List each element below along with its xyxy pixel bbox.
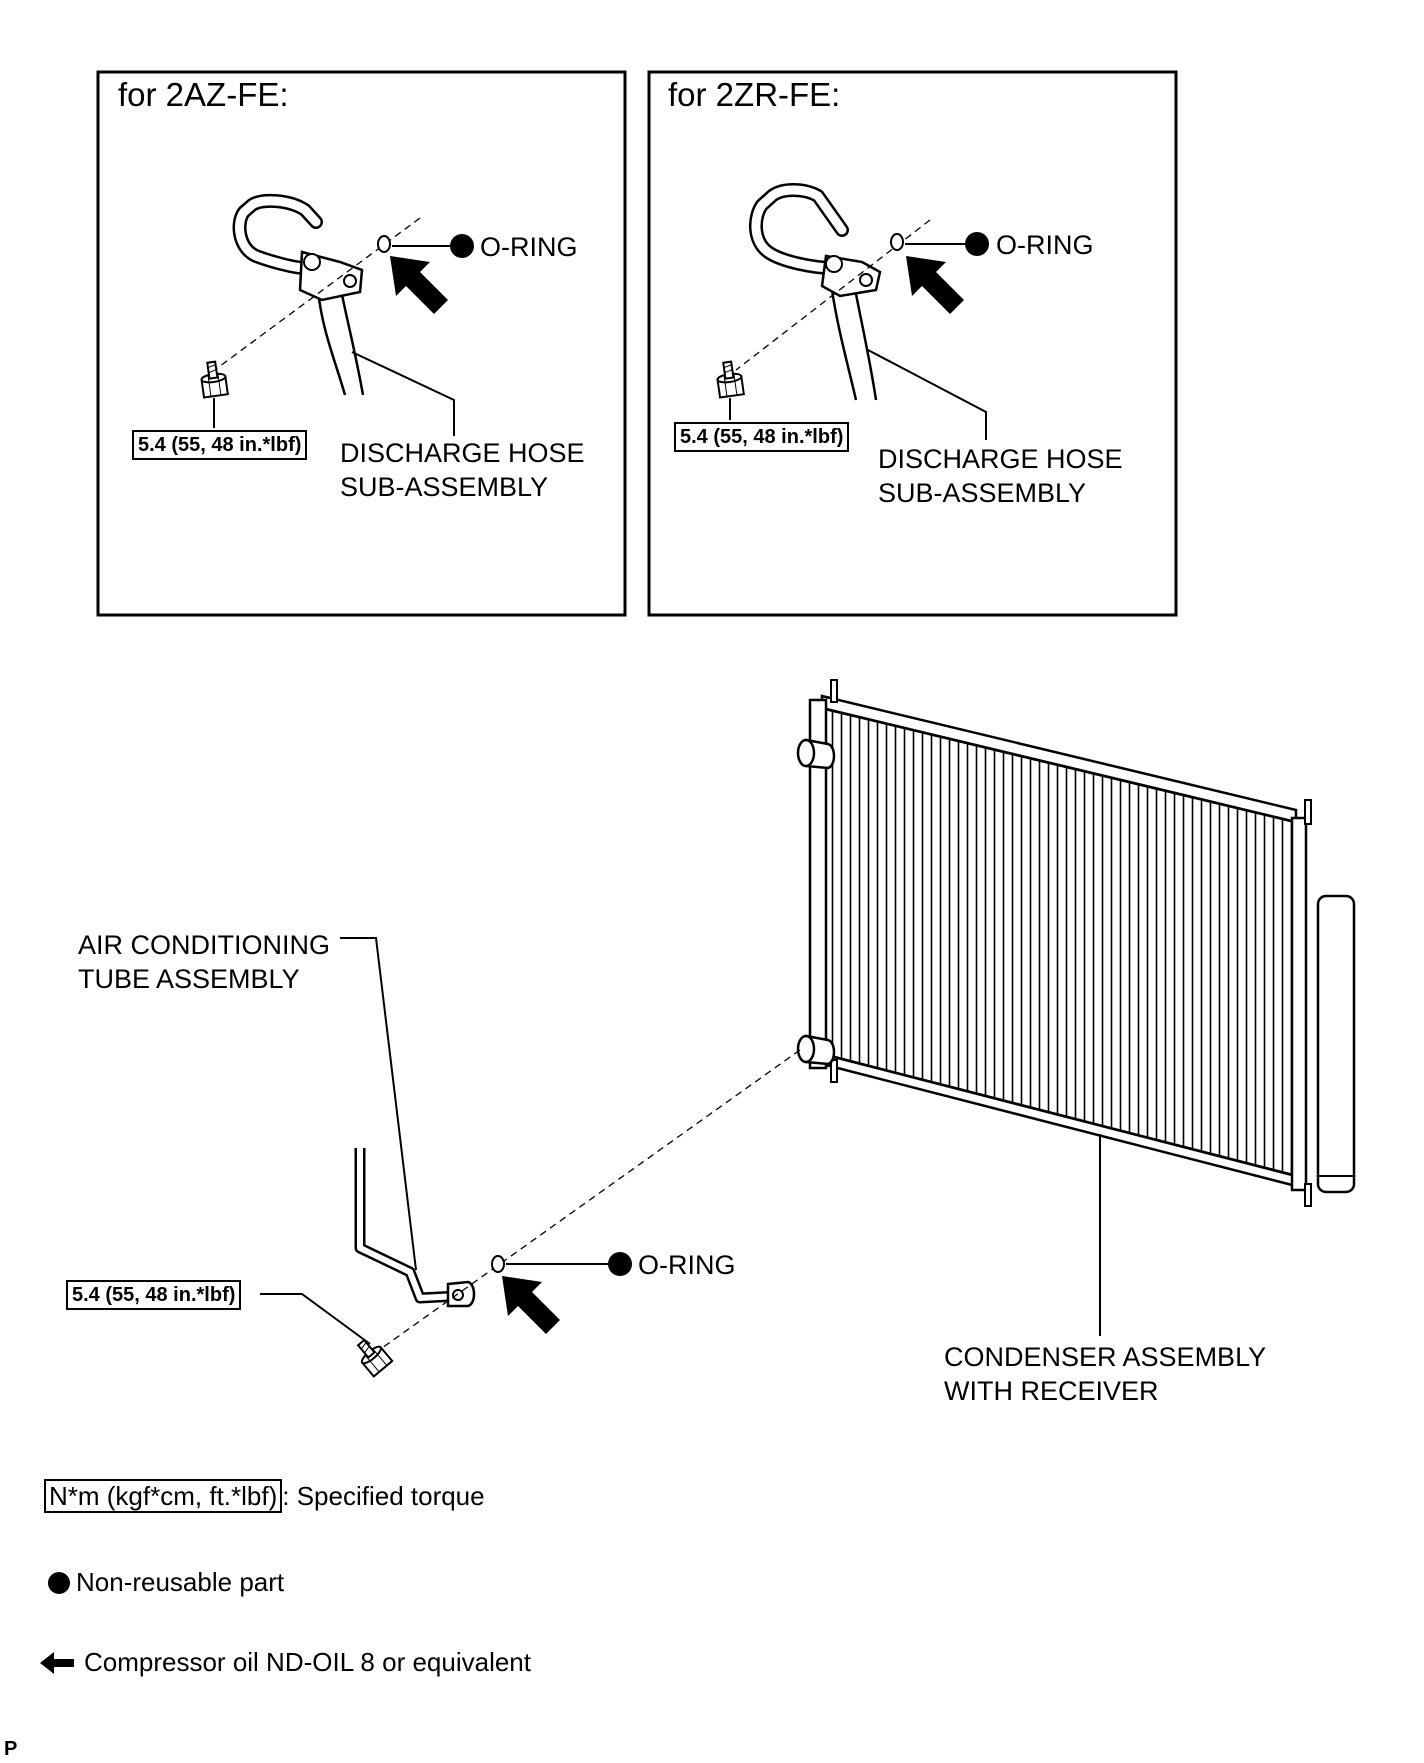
tube-label-line1: AIR CONDITIONING bbox=[78, 930, 331, 960]
panel-2-hose-label-line2: SUB-ASSEMBLY bbox=[878, 478, 1087, 508]
legend-torque-desc: : Specified torque bbox=[282, 1481, 485, 1511]
panel-1-torque-spec: 5.4 (55, 48 in.*lbf) bbox=[132, 430, 308, 460]
legend-compressor-oil: Compressor oil ND-OIL 8 or equivalent bbox=[40, 1646, 531, 1678]
panel-1-title: for 2AZ-FE: bbox=[118, 76, 289, 113]
panel-2-torque-spec: 5.4 (55, 48 in.*lbf) bbox=[674, 422, 850, 452]
legend-nonreusable: Non-reusable part bbox=[48, 1566, 284, 1598]
panel-2-oring-label: O-RING bbox=[996, 230, 1094, 260]
main-oring-label: O-RING bbox=[638, 1250, 736, 1280]
left-arrow-icon bbox=[40, 1652, 74, 1674]
panel-1-oring-label: O-RING bbox=[480, 232, 578, 262]
panel-1-hose-label-line1: DISCHARGE HOSE bbox=[340, 438, 585, 468]
legend-torque: N*m (kgf*cm, ft.*lbf): Specified torque bbox=[44, 1479, 485, 1513]
panel-1-hose-label-line2: SUB-ASSEMBLY bbox=[340, 472, 549, 502]
panel-2-title: for 2ZR-FE: bbox=[668, 76, 841, 113]
nonreusable-dot-icon bbox=[48, 1572, 70, 1594]
footer-letter: P bbox=[4, 1738, 18, 1760]
main-torque-spec: 5.4 (55, 48 in.*lbf) bbox=[66, 1280, 242, 1310]
tube-label-line2: TUBE ASSEMBLY bbox=[78, 964, 300, 994]
condenser-label-line1: CONDENSER ASSEMBLY bbox=[944, 1342, 1267, 1372]
panel-2az-fe bbox=[96, 70, 627, 617]
legend-nonreusable-text: Non-reusable part bbox=[76, 1567, 285, 1597]
panel-2-hose-label-line1: DISCHARGE HOSE bbox=[878, 444, 1123, 474]
panel-2zr-fe bbox=[647, 70, 1178, 617]
legend-compressor-oil-text: Compressor oil ND-OIL 8 or equivalent bbox=[84, 1647, 531, 1677]
air-conditioning-tube-drawing bbox=[260, 937, 801, 1378]
legend-torque-unit: N*m (kgf*cm, ft.*lbf) bbox=[44, 1479, 283, 1513]
condenser-label-line2: WITH RECEIVER bbox=[944, 1376, 1159, 1406]
condenser-assembly-drawing bbox=[796, 679, 1356, 1336]
